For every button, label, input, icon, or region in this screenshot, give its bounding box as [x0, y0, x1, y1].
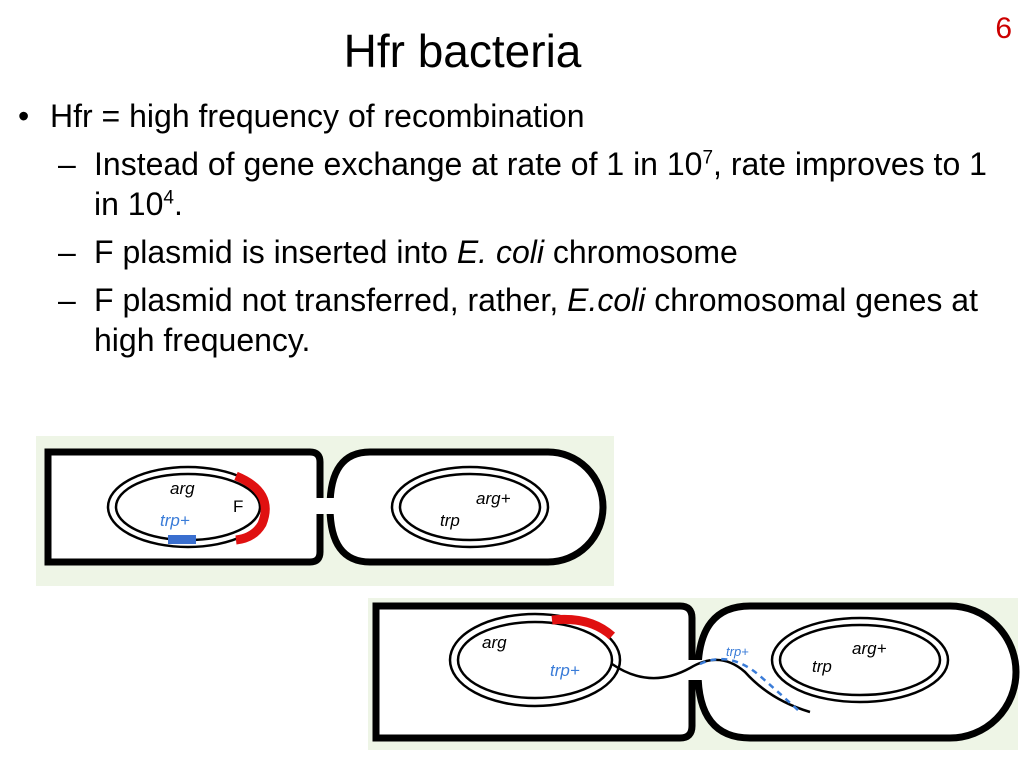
- bullet-dot-icon: •: [18, 98, 30, 134]
- panel-background: [368, 598, 1018, 750]
- bullet-list: • Hfr = high frequency of recombination …: [18, 96, 998, 360]
- sub-bullet-text: chromosomal genes at high frequency.: [94, 282, 978, 358]
- sub-bullet-text: F plasmid not transferred, rather,: [94, 282, 568, 318]
- recipient-chromosome-inner: [398, 472, 542, 542]
- hfr-chromosome-outer: [106, 465, 270, 549]
- recipient-chromosome-inner: [778, 623, 942, 697]
- hfr-chromosome-inner: [456, 620, 614, 700]
- gene-label-trp: trp: [812, 657, 832, 676]
- transferring-dna-strand: [611, 658, 811, 714]
- conjugation-bridge: [313, 498, 335, 514]
- sub-bullet-text: .: [173, 186, 183, 222]
- sub-bullet-transfer: – F plasmid not transferred, rather, E.c…: [58, 280, 998, 360]
- bullet-text: Hfr = high frequency of recombination: [50, 98, 585, 134]
- recipient-chromosome-outer: [770, 616, 950, 704]
- dash-icon: –: [58, 282, 76, 318]
- slide-number: 6: [995, 12, 1012, 45]
- gene-label-arg: arg: [170, 479, 195, 498]
- sub-bullet-text: , rate improves to 1 in 10: [94, 146, 987, 222]
- sub-bullet-text: Instead of gene exchange at rate of 1 in…: [94, 146, 703, 182]
- gene-label-arg-plus: arg+: [476, 489, 511, 508]
- sub-bullet-insertion: – F plasmid is inserted into E. coli chr…: [58, 232, 998, 272]
- hfr-cell: [372, 602, 696, 742]
- gene-label-trp: trp+: [550, 661, 580, 680]
- gene-label-arg: arg: [482, 633, 507, 652]
- hfr-chromosome-inner: [114, 472, 262, 542]
- sub-bullet-text: F plasmid is inserted into: [94, 234, 457, 270]
- recipient-cell: [326, 448, 607, 566]
- transfer-label: trp+: [726, 644, 749, 659]
- hfr-chromosome-outer: [448, 612, 622, 708]
- integrated-f-plasmid: [551, 614, 616, 640]
- panel-background: [36, 436, 614, 586]
- conjugation-bridge: [686, 660, 706, 680]
- gene-label-arg-plus: arg+: [852, 639, 887, 658]
- sub-bullet-rate: – Instead of gene exchange at rate of 1 …: [58, 144, 998, 224]
- top-panel: arg trp+ F arg+ trp: [36, 436, 614, 586]
- dash-icon: –: [58, 146, 76, 182]
- plasmid-label-f: F: [233, 497, 243, 516]
- bullet-item: • Hfr = high frequency of recombination: [18, 96, 998, 136]
- bottom-panel: arg trp+ arg+ trp trp+: [368, 598, 1020, 750]
- recipient-chromosome-outer: [390, 465, 550, 549]
- gene-label-trp: trp: [440, 511, 460, 530]
- hfr-cell: [44, 448, 324, 566]
- superscript: 4: [163, 187, 174, 209]
- gene-label-trp: trp+: [160, 511, 190, 530]
- species-name: E. coli: [456, 234, 544, 270]
- trp-gene-marker: [168, 535, 196, 544]
- dash-icon: –: [58, 234, 76, 270]
- sub-bullet-text: chromosome: [543, 234, 738, 270]
- recipient-cell: [694, 602, 1020, 742]
- transferred-trp-strand: [699, 657, 801, 713]
- integrated-f-plasmid: [234, 471, 270, 545]
- superscript: 7: [702, 147, 714, 169]
- slide-title: Hfr bacteria: [343, 25, 582, 77]
- species-name: E.coli: [567, 282, 646, 318]
